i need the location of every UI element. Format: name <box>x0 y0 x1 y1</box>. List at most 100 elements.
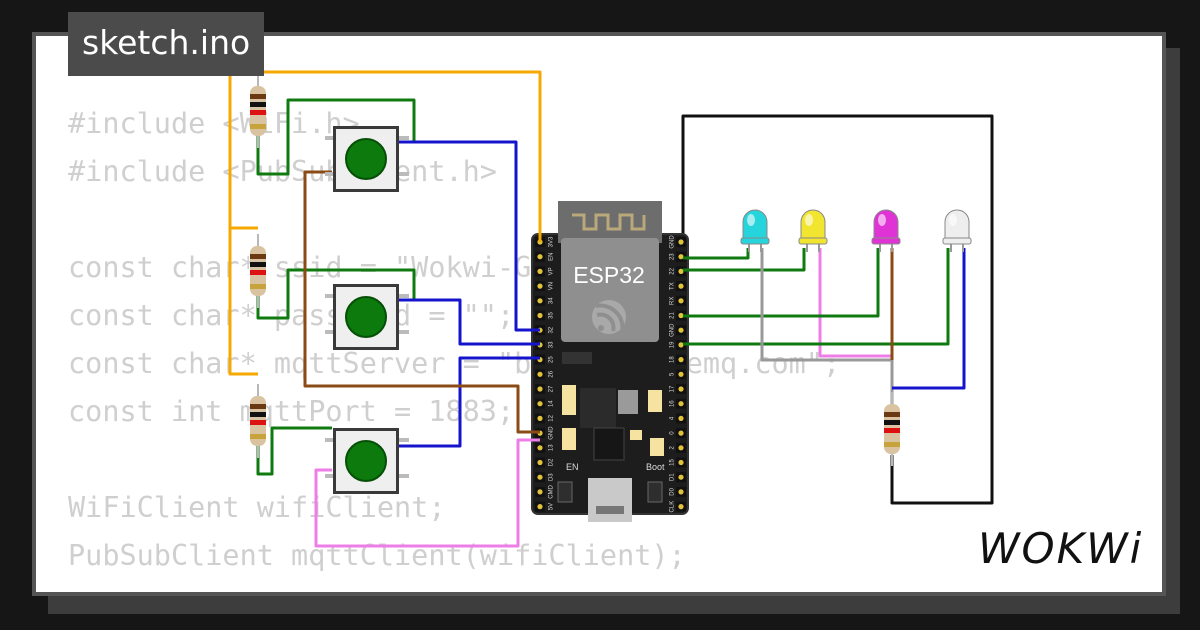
boot-button[interactable] <box>647 481 663 503</box>
pin-hole <box>537 371 543 377</box>
component-capacitor-2 <box>648 390 662 412</box>
pin-hole <box>678 357 684 363</box>
pin-label: RX <box>670 297 676 305</box>
leds[interactable] <box>740 209 972 252</box>
pin-hole <box>537 504 543 510</box>
pin-hole <box>678 239 684 245</box>
pin-label: 33 <box>549 341 555 348</box>
wire-brown-button[interactable] <box>303 170 540 434</box>
wire-black[interactable] <box>681 114 994 505</box>
pin-label: 21 <box>670 312 676 319</box>
wire-pink[interactable] <box>314 248 892 548</box>
pin-hole <box>678 489 684 495</box>
wire-led-blue[interactable] <box>892 248 966 390</box>
pin-label: 13 <box>549 444 555 451</box>
code-line: const int mqttPort = 1883; <box>68 395 515 428</box>
component-resistor-smd <box>630 430 642 440</box>
board-label: ESP32 <box>573 262 645 288</box>
pin-label: GND <box>670 235 676 249</box>
pin-label: 23 <box>670 253 676 260</box>
pin-label: 18 <box>670 356 676 363</box>
en-button[interactable] <box>557 481 573 503</box>
boot-label: Boot <box>646 462 665 472</box>
pin-hole <box>678 268 684 274</box>
pin-label: 12 <box>549 414 555 421</box>
usb-slot <box>596 506 624 514</box>
resistor[interactable] <box>250 384 266 458</box>
pin-label: VP <box>549 267 555 275</box>
pin-hole <box>678 283 684 289</box>
pin-label: GND <box>670 323 676 337</box>
pin-hole <box>678 430 684 436</box>
code-line: WiFiClient wifiClient; <box>68 491 446 524</box>
pin-hole <box>537 283 543 289</box>
component-capacitor-4 <box>650 438 664 456</box>
led-yellow[interactable] <box>798 209 828 252</box>
pin-label: D0 <box>670 487 676 495</box>
pin-label: 26 <box>549 370 555 377</box>
resistor[interactable] <box>250 234 266 308</box>
pin-hole <box>678 445 684 451</box>
resistor[interactable] <box>884 392 900 466</box>
wire-gray[interactable] <box>760 248 894 404</box>
pin-hole <box>678 386 684 392</box>
pin-label: 32 <box>549 326 555 333</box>
pin-hole <box>678 504 684 510</box>
en-label: EN <box>566 462 579 472</box>
pin-label: 5 <box>670 372 676 376</box>
pin-hole <box>678 415 684 421</box>
pin-hole <box>678 254 684 260</box>
pin-hole <box>537 489 543 495</box>
pin-label: CMD <box>549 484 555 498</box>
esp32-board[interactable]: ESP32 EN Boot 3V3ENVPVN34353233252627141… <box>531 201 689 522</box>
pin-label: 25 <box>549 356 555 363</box>
wire-green-leds[interactable] <box>683 248 950 346</box>
pin-label: 19 <box>670 341 676 348</box>
push-button[interactable] <box>325 126 409 192</box>
pin-label: 0 <box>670 431 676 435</box>
pin-label: 3V3 <box>549 236 555 247</box>
file-tab[interactable]: sketch.ino <box>68 12 265 76</box>
pin-hole <box>678 312 684 319</box>
pin-hole <box>678 474 684 480</box>
component-usb-chip <box>593 427 625 461</box>
led-cyan[interactable] <box>740 209 770 252</box>
pin-hole <box>537 415 543 421</box>
pin-label: 4 <box>670 416 676 420</box>
wire-green-buttons[interactable] <box>256 98 416 476</box>
component-capacitor <box>562 385 576 415</box>
esp32-module <box>561 238 659 342</box>
led-white[interactable] <box>942 209 972 252</box>
pin-hole <box>537 474 543 480</box>
espressif-logo-icon <box>592 300 626 334</box>
pin-hole <box>678 298 684 304</box>
led-magenta[interactable] <box>871 209 901 252</box>
wokwi-logo: WOKWi <box>978 524 1144 573</box>
pin-label: 14 <box>549 400 555 407</box>
pin-hole <box>537 401 543 407</box>
resistor[interactable] <box>250 74 266 148</box>
pin-hole <box>678 371 684 377</box>
pin-hole <box>678 401 684 407</box>
resistors[interactable] <box>250 74 900 466</box>
pin-label: 35 <box>549 312 555 319</box>
pin-label: 2 <box>670 445 676 449</box>
pin-label: 27 <box>549 385 555 392</box>
pin-label: VN <box>549 282 555 290</box>
push-buttons[interactable] <box>325 126 409 494</box>
pin-label: GND <box>549 426 555 440</box>
antenna-trace <box>572 213 646 231</box>
component-chip <box>562 352 592 364</box>
push-button[interactable] <box>325 428 409 494</box>
pin-hole <box>537 445 543 451</box>
pin-label: 16 <box>670 400 676 407</box>
push-button[interactable] <box>325 284 409 350</box>
pin-label: CLK <box>670 501 676 513</box>
pin-label: 15 <box>670 459 676 466</box>
pin-hole <box>537 298 543 304</box>
wire-blue-buttons[interactable] <box>398 140 540 448</box>
component-regulator-tab <box>618 390 638 414</box>
pin-hole <box>537 254 543 260</box>
